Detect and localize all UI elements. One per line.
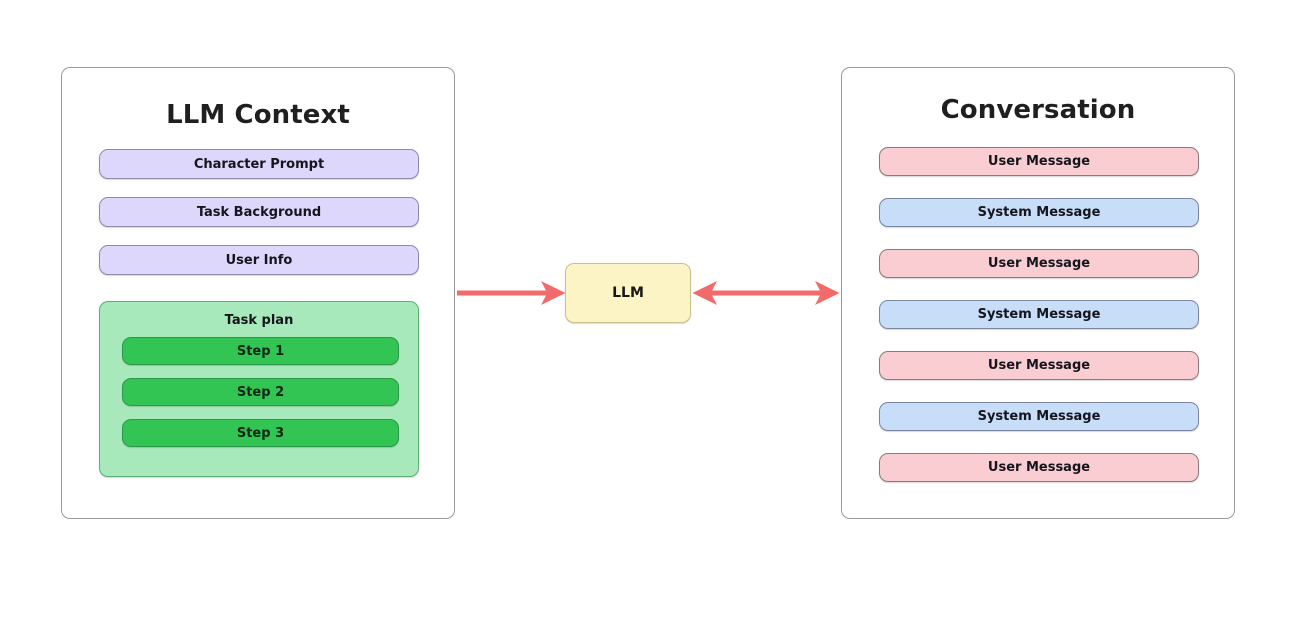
conversation-message-4[interactable]: System Message (879, 300, 1199, 329)
conversation-panel: Conversation User Message System Message… (841, 67, 1235, 519)
task-plan-step-2[interactable]: Step 2 (122, 378, 399, 406)
task-plan-step-1[interactable]: Step 1 (122, 337, 399, 365)
task-plan-container: Task plan Step 1 Step 2 Step 3 (99, 301, 419, 477)
conversation-message-6[interactable]: System Message (879, 402, 1199, 431)
conversation-title: Conversation (940, 95, 1136, 125)
llm-context-title: LLM Context (166, 100, 350, 130)
conversation-message-3[interactable]: User Message (879, 249, 1199, 278)
conversation-message-7[interactable]: User Message (879, 453, 1199, 482)
context-item-user-info[interactable]: User Info (99, 245, 419, 275)
conversation-message-5[interactable]: User Message (879, 351, 1199, 380)
task-plan-step-3[interactable]: Step 3 (122, 419, 399, 447)
conversation-message-2[interactable]: System Message (879, 198, 1199, 227)
context-item-task-background[interactable]: Task Background (99, 197, 419, 227)
conversation-message-1[interactable]: User Message (879, 147, 1199, 176)
task-plan-title: Task plan (224, 313, 294, 328)
llm-node[interactable]: LLM (565, 263, 691, 323)
llm-context-panel: LLM Context Character Prompt Task Backgr… (61, 67, 455, 519)
context-item-character-prompt[interactable]: Character Prompt (99, 149, 419, 179)
